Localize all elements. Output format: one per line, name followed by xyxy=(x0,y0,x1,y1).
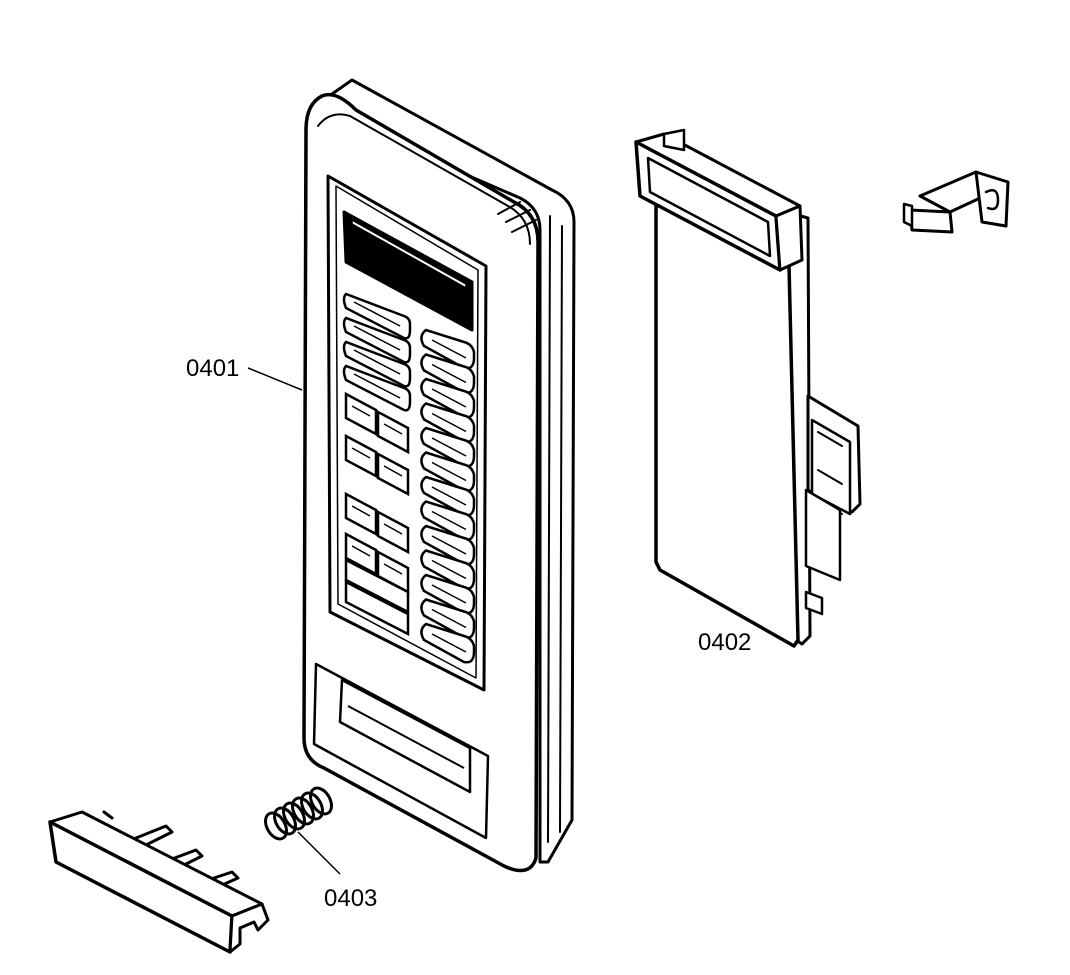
door-release-recess xyxy=(312,662,490,840)
display-module-tab xyxy=(662,128,686,152)
keypad-key-marking xyxy=(431,412,467,433)
keypad-key-small xyxy=(376,509,410,555)
display-window xyxy=(342,210,474,332)
board-bottom-tab xyxy=(804,590,824,616)
spring-coil xyxy=(309,786,333,816)
control-circuit-board xyxy=(634,128,862,648)
keypad-key-marking xyxy=(351,447,371,459)
keypad-key-marking xyxy=(383,423,403,435)
release-recess-inner xyxy=(347,705,465,769)
keypad-key-marking xyxy=(431,559,467,580)
keypad-key-marking xyxy=(431,388,467,408)
keypad-buttons-left xyxy=(342,292,412,637)
keypad-key-marking xyxy=(431,339,467,359)
keypad-key-marking xyxy=(431,584,467,604)
fascia-corner-hatch xyxy=(497,201,537,233)
keypad-key-marking xyxy=(353,301,401,327)
keypad-key-marking xyxy=(431,486,467,506)
door-release-button xyxy=(48,810,270,954)
keypad-key-marking xyxy=(353,325,401,351)
spring-coil xyxy=(273,806,297,836)
leader-0403 xyxy=(297,831,341,875)
fascia-right-rim xyxy=(547,215,563,843)
display-window-highlight xyxy=(351,219,467,289)
spring-coil xyxy=(264,811,288,841)
compression-spring xyxy=(264,786,333,841)
keypad-key-marking xyxy=(351,505,371,517)
keypad-key-marking xyxy=(431,461,467,482)
keypad-key-marking xyxy=(383,523,403,535)
keypad-key-marking xyxy=(431,535,467,555)
board-lower-block xyxy=(804,488,842,582)
keypad-key-marking xyxy=(431,437,467,457)
keypad-key-left-wide xyxy=(344,579,410,637)
keypad-key-marking xyxy=(431,608,467,629)
board-connector-front xyxy=(810,418,852,516)
keypad-panel-inner xyxy=(335,185,479,679)
spring-coil xyxy=(300,791,324,821)
keypad-key-small xyxy=(344,531,378,577)
label-0402: 0402 xyxy=(698,629,751,656)
leader-0401 xyxy=(247,367,303,391)
keypad-key-marking xyxy=(431,363,467,384)
keypad-buttons-right xyxy=(420,328,476,664)
keypad-key-marking xyxy=(431,633,467,653)
mounting-bracket xyxy=(902,170,1010,234)
keypad-key-small xyxy=(344,433,378,479)
keypad-key-marking xyxy=(383,563,403,575)
keypad-key-small xyxy=(344,491,378,537)
bracket-side xyxy=(974,170,1010,228)
keypad-key-marking xyxy=(351,545,371,557)
keypad-key-small xyxy=(376,409,410,455)
bracket-front xyxy=(908,208,954,234)
keypad-key-marking xyxy=(383,465,403,477)
bracket-clip xyxy=(984,189,1000,211)
keypad-key-small xyxy=(376,451,410,497)
keypad-key-left-wide xyxy=(344,557,410,615)
release-hook xyxy=(228,902,270,954)
bracket-foot xyxy=(902,202,914,228)
label-0403: 0403 xyxy=(324,885,377,912)
display-module-window xyxy=(646,156,772,258)
fascia-top-edge xyxy=(317,113,531,245)
keypad-key-marking xyxy=(431,510,467,531)
keypad-key-small xyxy=(344,391,378,437)
spring-coil xyxy=(282,801,306,831)
keypad-key-marking xyxy=(353,373,401,399)
label-0401: 0401 xyxy=(186,355,239,382)
keypad-key-marking xyxy=(351,405,371,417)
spring-coil xyxy=(291,796,315,826)
leader-lines xyxy=(247,367,341,875)
display-module-side xyxy=(774,204,804,272)
keypad-key-marking xyxy=(353,349,401,375)
